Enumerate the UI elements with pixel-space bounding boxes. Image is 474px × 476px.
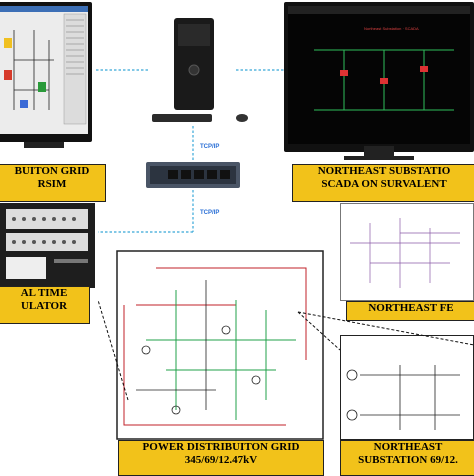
- label-substation: NORTHEAST SUBSTATION 69/12.: [340, 440, 474, 476]
- label-grid-simulator: BUITON GRID RSIM: [0, 164, 106, 202]
- svg-text:Northeast Substation · SCADA: Northeast Substation · SCADA: [364, 26, 419, 31]
- label-scada: NORTHEAST SUBSTATIO SCADA ON SURVALENT: [292, 164, 474, 202]
- left-monitor: [0, 0, 96, 152]
- distribution-grid-diagram: [116, 250, 324, 440]
- label-distribution-grid: POWER DISTRIBUITON GRID 345/69/12.47kV: [118, 440, 324, 476]
- label-scada-line2: SCADA ON SURVALENT: [321, 177, 447, 190]
- label-grid-simulator-line2: RSIM: [37, 177, 67, 190]
- real-time-simulator-rack: [0, 203, 95, 288]
- label-scada-line1: NORTHEAST SUBSTATIO: [317, 165, 451, 177]
- label-substation-line2: SUBSTATION 69/12.: [358, 453, 458, 466]
- label-feeder: NORTHEAST FE: [346, 301, 474, 321]
- desktop-computer: [150, 10, 270, 130]
- label-grid-simulator-line1: BUITON GRID: [14, 165, 90, 177]
- substation-diagram-panel: [340, 335, 474, 440]
- feeder-diagram-panel: [340, 203, 474, 301]
- label-substation-line1: NORTHEAST: [373, 441, 443, 453]
- label-real-time-simulator: AL TIME ULATOR: [0, 286, 90, 324]
- right-monitor: Northeast Substation · SCADA: [284, 0, 474, 162]
- label-distribution-grid-line2: 345/69/12.47kV: [184, 453, 258, 466]
- label-distribution-grid-line1: POWER DISTRIBUITON GRID: [142, 441, 300, 453]
- label-real-time-simulator-line1: AL TIME: [20, 287, 68, 299]
- link-label-upper: TCP/IP: [200, 144, 220, 150]
- label-real-time-simulator-line2: ULATOR: [20, 299, 68, 312]
- network-switch: [146, 160, 240, 190]
- link-label-lower: TCP/IP: [200, 210, 220, 216]
